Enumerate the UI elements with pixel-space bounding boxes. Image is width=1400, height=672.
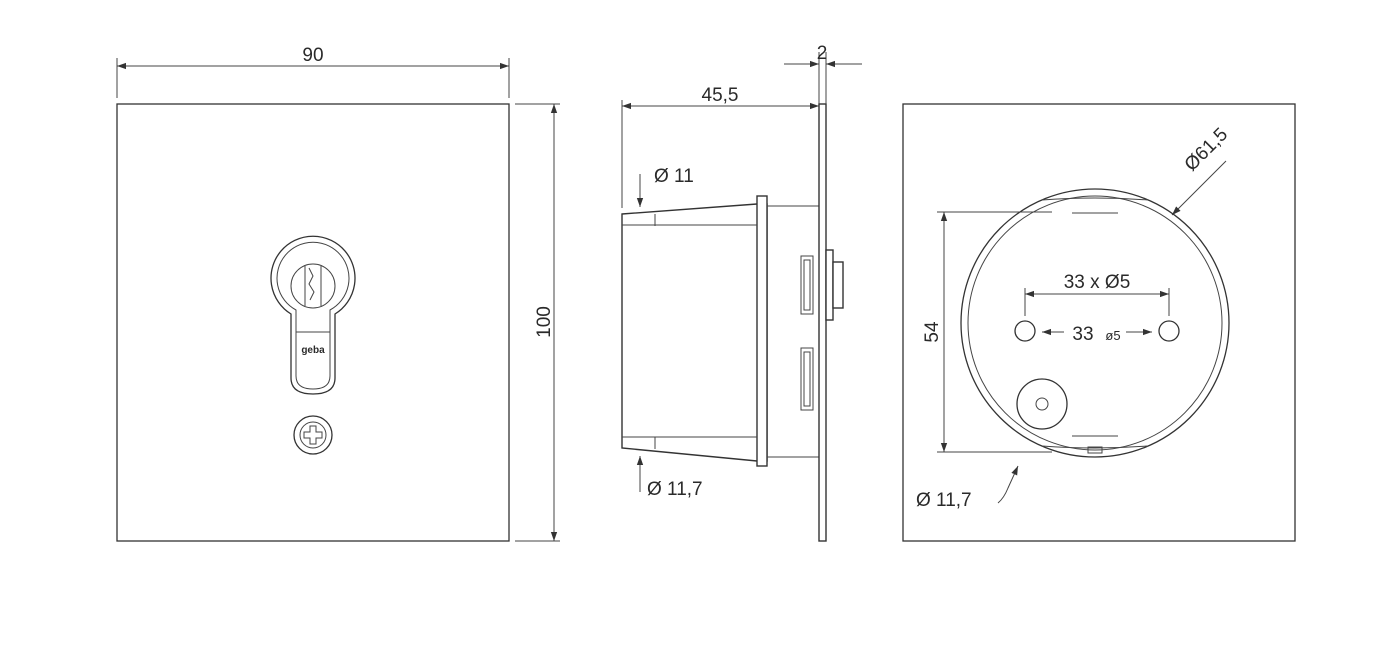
outer-diameter-label: Ø61,5 bbox=[1181, 124, 1232, 175]
logo-text: geba bbox=[301, 345, 325, 356]
rear-view: 33 ø5 33 x Ø5 54 Ø61,5 Ø 11,7 bbox=[902, 103, 1296, 542]
front-view: 90 100 geba bbox=[116, 45, 560, 542]
thickness-dimension-label: 2 bbox=[817, 43, 828, 64]
height-dimension-label: 100 bbox=[534, 306, 555, 338]
side-plate bbox=[818, 103, 827, 542]
top-diameter-label: Ø 11 bbox=[654, 166, 694, 187]
key-cylinder: geba bbox=[270, 235, 356, 395]
housing-circle bbox=[960, 188, 1230, 458]
inner-hole-label: ø5 bbox=[1105, 328, 1120, 343]
bottom-diameter-label: Ø 11,7 bbox=[647, 479, 703, 500]
housing-body bbox=[621, 203, 768, 462]
screw-icon bbox=[293, 415, 333, 455]
cable-entry-hole bbox=[1016, 378, 1068, 430]
hole-spacing-label: 33 x Ø5 bbox=[1064, 272, 1131, 293]
inner-spacing-label: 33 bbox=[1072, 324, 1093, 345]
width-dimension-label: 90 bbox=[302, 45, 323, 66]
front-plate bbox=[116, 103, 510, 542]
rear-plate bbox=[902, 103, 1296, 542]
rear-height-dimension-label: 54 bbox=[922, 321, 943, 343]
mounting-hole-left bbox=[1014, 320, 1036, 342]
mounting-hole-right bbox=[1158, 320, 1180, 342]
rear-bottom-diameter-label: Ø 11,7 bbox=[916, 490, 972, 511]
side-view: 45,5 2 Ø 11 Ø 11,7 bbox=[621, 43, 862, 542]
depth-dimension-label: 45,5 bbox=[702, 85, 739, 106]
